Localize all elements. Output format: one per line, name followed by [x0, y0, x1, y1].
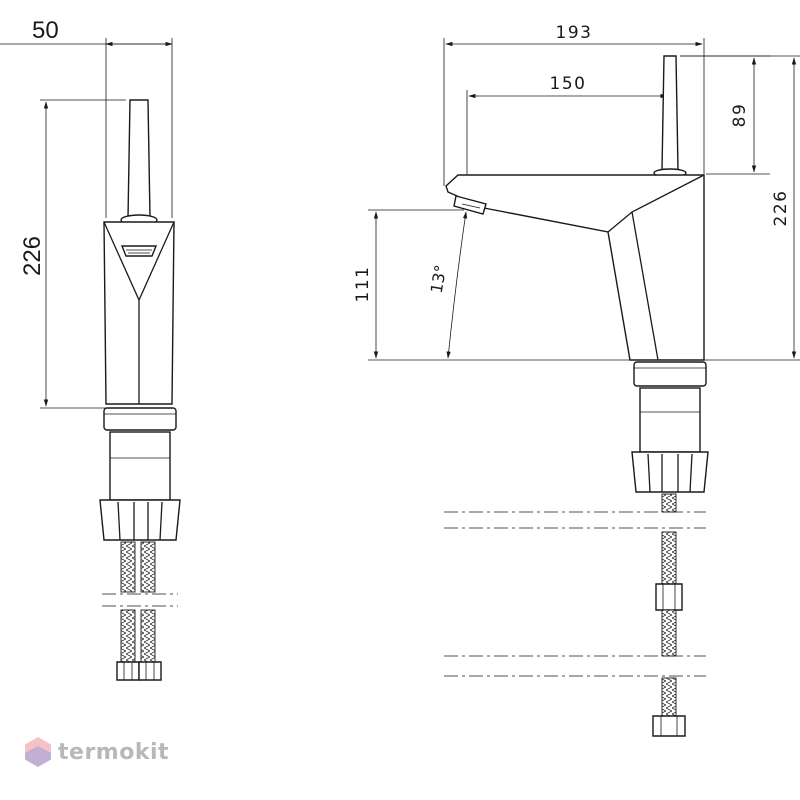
front-reach-label: 150	[550, 74, 587, 94]
hexagon-logo-icon	[25, 737, 51, 767]
front-hose-coupling	[655, 583, 683, 611]
front-hose-4	[661, 677, 677, 717]
front-hose-fitting	[652, 715, 686, 737]
front-aerator	[453, 195, 487, 215]
side-fitting-flats	[123, 662, 155, 680]
front-lever	[661, 55, 679, 171]
side-nut	[99, 499, 181, 541]
front-nut-grooves	[647, 453, 693, 493]
front-spout-body	[445, 174, 705, 361]
front-width-label: 193	[556, 23, 593, 43]
spout-angle-label: 13°	[427, 263, 451, 294]
front-body-ridge	[631, 211, 659, 361]
brand-name: termokit	[58, 739, 170, 765]
front-hose-1	[661, 493, 677, 513]
side-nut-grooves	[117, 501, 163, 541]
front-height-label: 226	[771, 190, 791, 227]
side-hose-right-bottom	[140, 609, 156, 663]
side-fitting-left	[116, 661, 140, 681]
side-hose-left-top	[120, 541, 136, 593]
front-lever-label: 89	[730, 103, 750, 128]
side-hose-left-bottom	[120, 609, 136, 663]
side-aerator	[120, 245, 158, 257]
front-hose-coupling-flats	[662, 584, 676, 610]
brand-watermark: termokit	[24, 736, 169, 768]
side-shank	[109, 431, 171, 501]
front-aerator-line	[461, 203, 481, 209]
side-base-ring	[103, 407, 177, 431]
side-fitting-right	[138, 661, 162, 681]
side-view: 50 226	[0, 17, 181, 681]
front-spout-label: 111	[353, 266, 373, 303]
spout-angle-arc	[446, 211, 468, 359]
side-width-label: 50	[32, 17, 59, 44]
front-hose-2	[661, 531, 677, 585]
front-hose-3	[661, 609, 677, 657]
front-view: 193 150 89 226 111 13°	[353, 23, 800, 737]
side-lever	[127, 99, 151, 219]
side-height-label: 226	[19, 236, 46, 276]
side-aerator-grid	[126, 249, 152, 254]
front-shank	[639, 387, 701, 453]
side-hose-right-top	[140, 541, 156, 593]
front-hose-fitting-flats	[660, 716, 678, 736]
front-nut	[631, 451, 709, 493]
front-base-ring	[633, 361, 707, 387]
